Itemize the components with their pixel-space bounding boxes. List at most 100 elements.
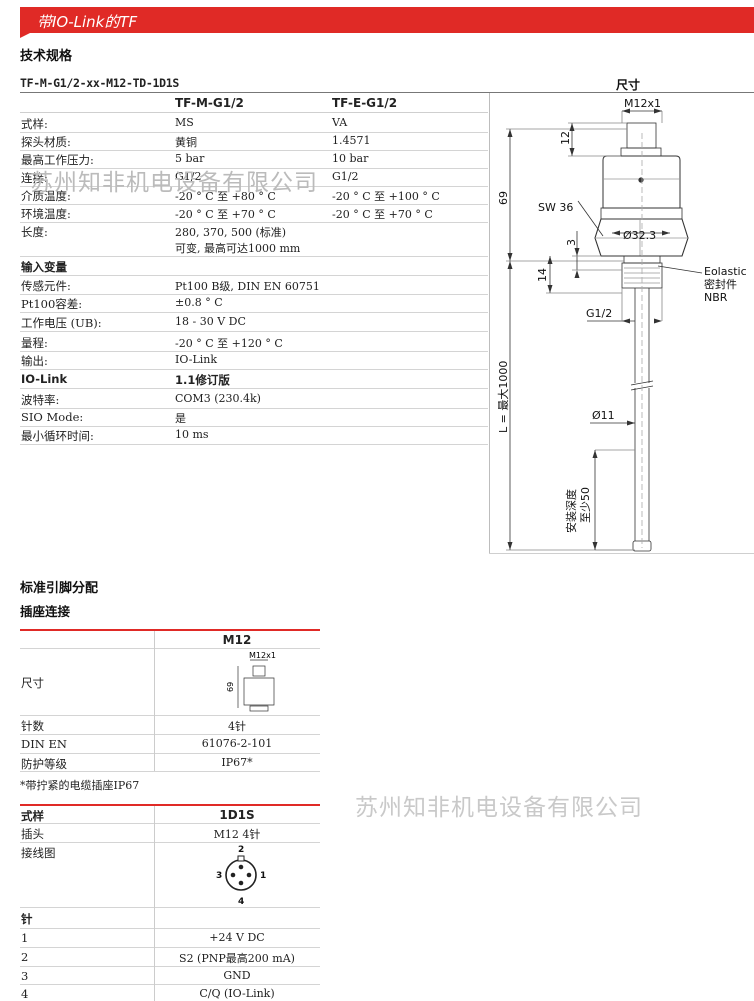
row-value: -20 ° C 至 +70 ° C	[175, 208, 276, 221]
pin-value: S2 (PNP最高200 mA)	[179, 952, 295, 965]
row-label: 插头	[21, 827, 44, 841]
row-value: IO-Link	[175, 353, 218, 366]
table-row: 量程: -20 ° C 至 +120 ° C	[20, 333, 488, 352]
wiring-diagram: 2 3 1 4	[216, 845, 266, 907]
dim-g12: G1/2	[586, 307, 612, 320]
row-label: 式样:	[21, 117, 48, 131]
socket-header-row: M12	[20, 631, 320, 649]
header-notch	[20, 33, 30, 38]
row-value: IP67*	[221, 756, 253, 769]
row-value: -20 ° C 至 +100 ° C	[332, 190, 440, 203]
table-row: 1 +24 V DC	[20, 929, 320, 948]
table-row: 尺寸 M12x1 69	[20, 649, 320, 716]
table-row: 波特率: COM3 (230.4k)	[20, 390, 488, 409]
mini-m12: M12x1	[249, 651, 276, 660]
dim-depth-2: 至少50	[579, 487, 592, 523]
row-value: G1/2	[175, 170, 202, 183]
ip-footnote: *带拧紧的电缆插座IP67	[20, 779, 140, 792]
mini-69: 69	[226, 682, 235, 692]
table-row: 4 C/Q (IO-Link)	[20, 985, 320, 1001]
mini-dimension-drawing: M12x1 69	[226, 651, 276, 712]
row-label: 最高工作压力:	[21, 153, 94, 167]
row-value: 1.4571	[332, 134, 371, 147]
col-header-brass: TF-M-G1/2	[175, 96, 244, 110]
row-label: 尺寸	[21, 676, 44, 690]
pins-title: 针	[21, 912, 33, 926]
row-label: 环境温度:	[21, 207, 71, 221]
row-value: 18 - 30 V DC	[175, 315, 246, 328]
row-value: -20 ° C 至 +70 ° C	[332, 208, 433, 221]
row-value: MS	[175, 116, 194, 129]
table-row: 插头 M12 4针	[20, 824, 320, 843]
table-row: Pt100容差: ±0.8 ° C	[20, 294, 488, 313]
table-row: 介质温度: -20 ° C 至 +80 ° C -20 ° C 至 +100 °…	[20, 186, 488, 205]
row-label: 传感元件:	[21, 279, 71, 293]
plug-header-row: 式样 1D1S	[20, 806, 320, 824]
table-row: 2 S2 (PNP最高200 mA)	[20, 948, 320, 967]
row-value: 黄铜	[175, 136, 197, 149]
seal-line2: 密封件	[704, 277, 737, 291]
pin-value: GND	[223, 969, 251, 982]
row-value: 4针	[228, 720, 246, 733]
iolink-section-title: IO-Link	[21, 372, 68, 386]
dim-14: 14	[536, 268, 549, 282]
section-title-pins: 标准引脚分配	[20, 581, 99, 596]
dim-dia11: Ø11	[592, 409, 615, 422]
dim-depth-1: 安装深度	[564, 489, 578, 533]
row-value: 是	[175, 412, 186, 425]
section-row-iolink: IO-Link 1.1修订版	[20, 370, 488, 389]
model-code: TF-M-G1/2-xx-M12-TD-1D1S	[20, 76, 179, 90]
table-row: 连接: G1/2 G1/2	[20, 168, 488, 187]
row-label: 连接:	[21, 171, 48, 185]
row-value: 10 bar	[332, 152, 369, 165]
row-label: 针数	[21, 719, 44, 733]
row-value: -20 ° C 至 +120 ° C	[175, 337, 283, 350]
table-row: 式样: MS VA	[20, 114, 488, 133]
row-label: 波特率:	[21, 393, 60, 407]
table-row: 工作电压 (UB): 18 - 30 V DC	[20, 313, 488, 332]
table-row: 环境温度: -20 ° C 至 +70 ° C -20 ° C 至 +70 ° …	[20, 204, 488, 223]
row-value: 10 ms	[175, 428, 209, 441]
style-value: 1D1S	[219, 808, 255, 822]
table-row: 3 GND	[20, 967, 320, 985]
pin-label-2: 2	[238, 845, 244, 855]
row-value: -20 ° C 至 +80 ° C	[175, 190, 276, 203]
table-row: 针数 4针	[20, 716, 320, 735]
dim-12: 12	[559, 131, 572, 145]
dim-69: 69	[497, 191, 510, 205]
pin-number: 3	[21, 969, 29, 983]
row-value: 61076-2-101	[201, 737, 273, 750]
pin-label-1: 1	[260, 871, 266, 881]
row-label: 防护等级	[21, 757, 67, 771]
row-label: Pt100容差:	[21, 297, 83, 311]
dim-dia32: Ø32.3	[623, 229, 656, 242]
socket-title: 插座连接	[20, 604, 71, 619]
dimensions-title: 尺寸	[616, 78, 641, 92]
pins-header-row: 针	[20, 908, 320, 929]
row-value: M12 4针	[213, 828, 261, 841]
col-header-steel: TF-E-G1/2	[332, 96, 398, 110]
row-value: G1/2	[332, 170, 359, 183]
row-value: COM3 (230.4k)	[175, 392, 261, 405]
drawing-divider	[489, 93, 490, 553]
table-row: SIO Mode: 是	[20, 408, 488, 427]
row-value: 5 bar	[175, 152, 205, 165]
dim-3: 3	[565, 239, 578, 246]
row-label: 接线图	[21, 846, 56, 860]
seal-line3: NBR	[704, 291, 728, 304]
drawing-bottom-rule	[489, 553, 754, 554]
row-value: 280, 370, 500 (标准)	[175, 226, 287, 239]
row-label: SIO Mode:	[21, 410, 84, 424]
table-row: 接线图 2 3 1 4	[20, 843, 320, 908]
table-row: 长度: 280, 370, 500 (标准) 可变, 最高可达1000 mm	[20, 222, 488, 257]
watermark-top: 苏州知非机电设备有限公司	[30, 170, 318, 196]
table-row: 最小循环时间: 10 ms	[20, 426, 488, 445]
table-row: 最高工作压力: 5 bar 10 bar	[20, 150, 488, 169]
pin-number: 4	[21, 987, 29, 1001]
row-label: 量程:	[21, 336, 48, 350]
pin-label-3: 3	[216, 871, 222, 881]
pin-label-4: 4	[238, 897, 244, 907]
pin-number: 1	[21, 931, 29, 945]
row-label: DIN EN	[21, 737, 67, 751]
col-header-rule	[20, 112, 488, 113]
